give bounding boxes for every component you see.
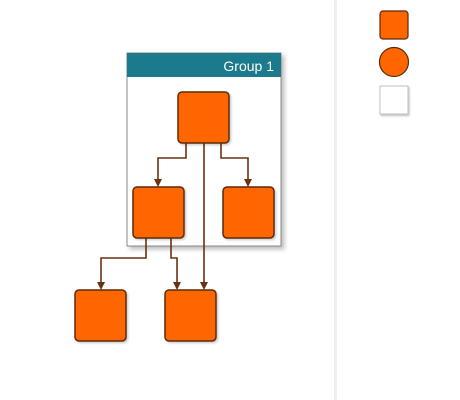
node-n4[interactable]: [74, 289, 127, 342]
edge-n1-n3[interactable]: [220, 143, 252, 187]
node-n2[interactable]: [132, 186, 185, 239]
palette-svg: [378, 10, 410, 115]
group-header[interactable]: [127, 53, 281, 77]
diagram-svg: Group 1: [74, 52, 282, 342]
edge-n2-n5[interactable]: [170, 238, 181, 290]
circle-icon[interactable]: [378, 46, 410, 78]
group-label: Group 1: [223, 58, 274, 74]
edge-n1-n2[interactable]: [154, 143, 187, 187]
panel-divider[interactable]: [334, 0, 337, 400]
node-n5[interactable]: [164, 289, 217, 342]
blank-square-icon[interactable]: [379, 85, 409, 115]
nodes-layer: [74, 91, 275, 342]
rounded-square-icon[interactable]: [379, 10, 409, 40]
diagram-canvas[interactable]: Group 1: [0, 0, 334, 400]
edges-layer: [97, 143, 252, 290]
node-n1[interactable]: [177, 91, 230, 144]
shape-palette: [337, 0, 460, 400]
node-n3[interactable]: [222, 186, 275, 239]
edge-n2-n4[interactable]: [97, 238, 147, 290]
